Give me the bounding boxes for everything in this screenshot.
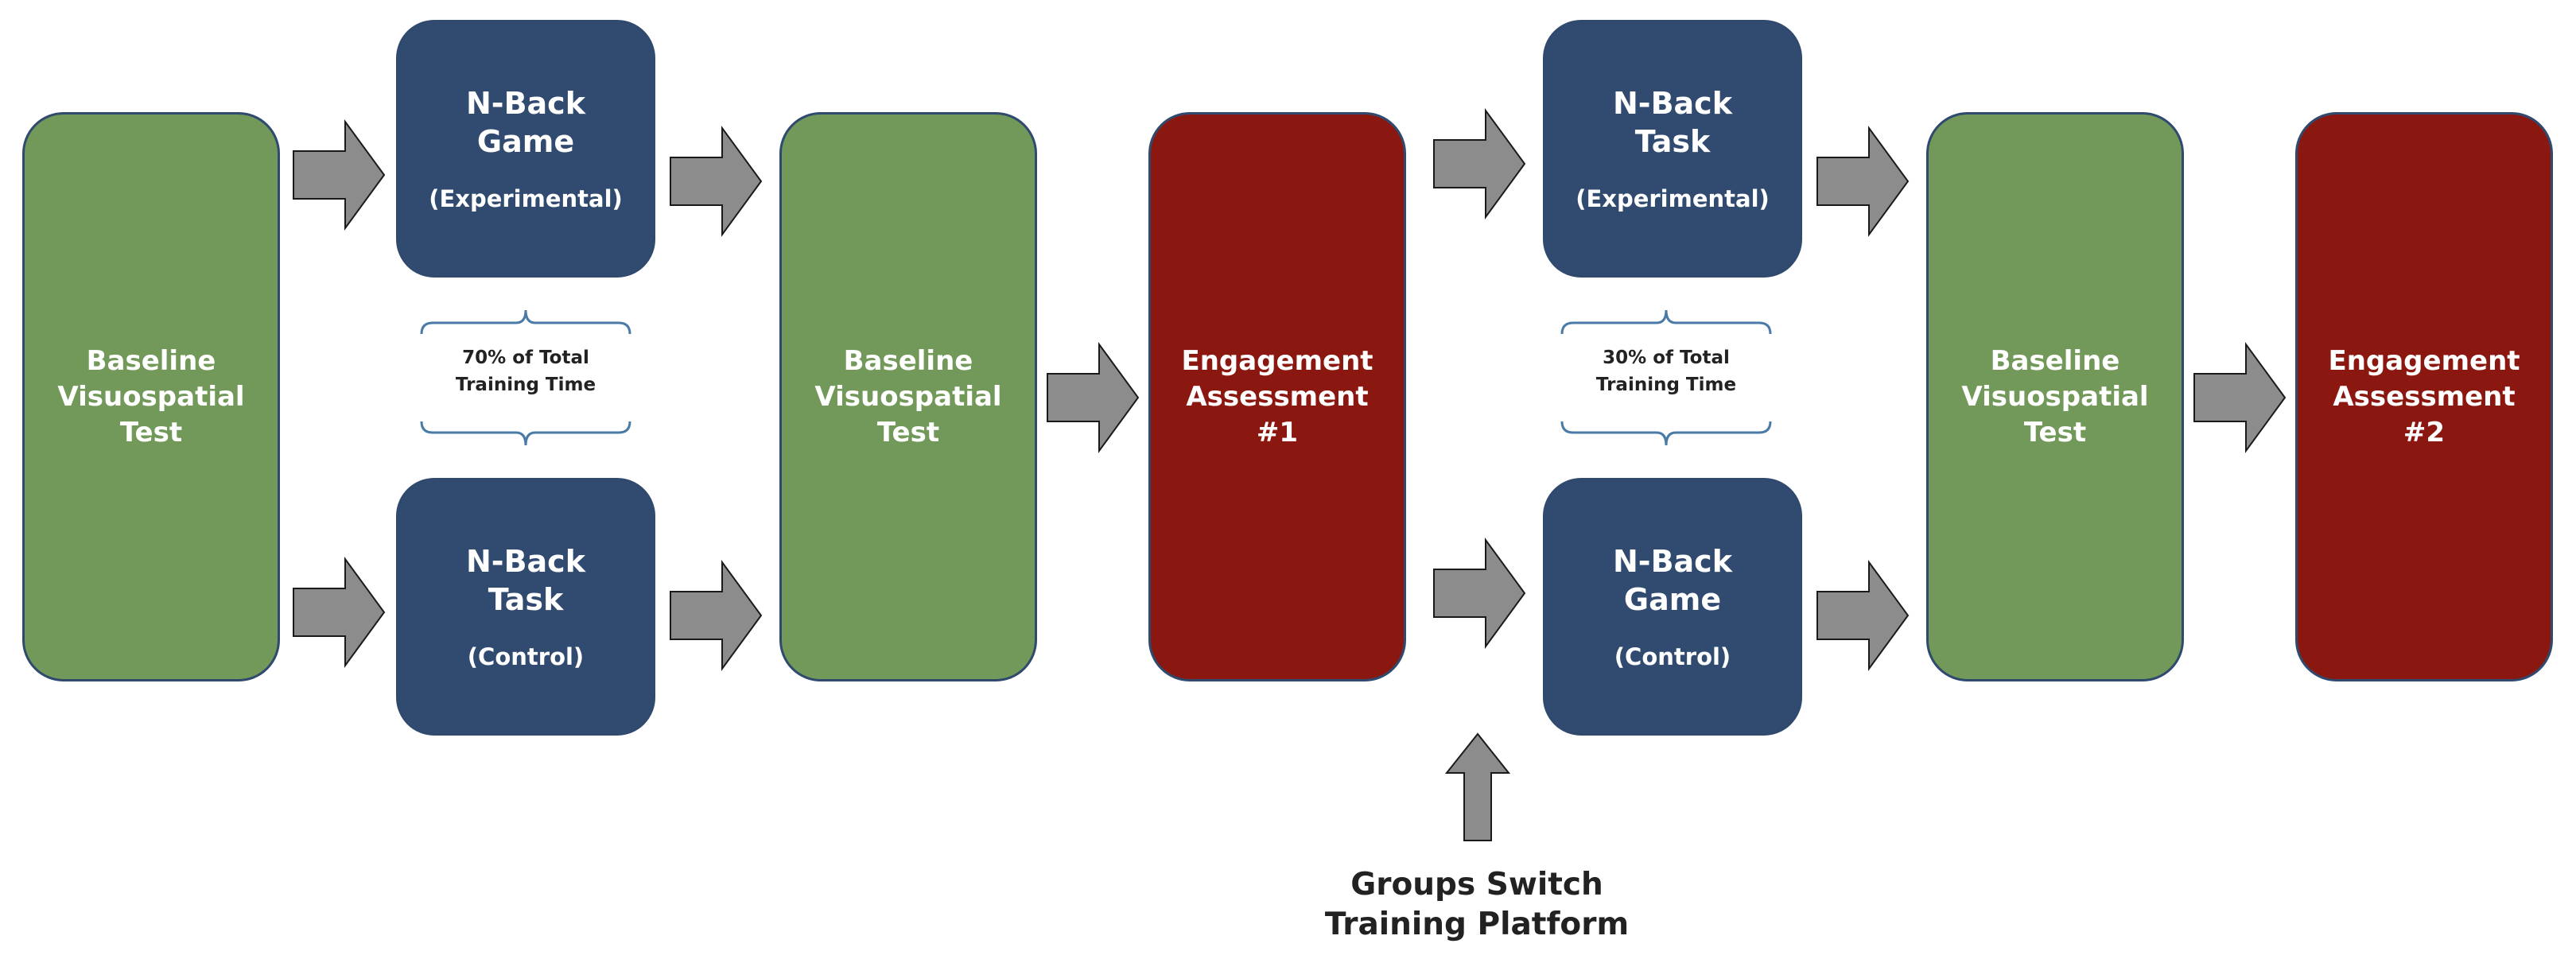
groups-switch-note: Groups Switch Training Platform [1278, 865, 1676, 945]
arrow-engagement1-to-phase2-top [1433, 107, 1526, 220]
phase1-control-title-2: Task [488, 582, 564, 617]
baseline-test-1-line-2: Visuospatial [57, 380, 245, 413]
phase1-experimental-title-2: Game [476, 124, 575, 159]
phase2-brace-line-2: Training Time [1595, 375, 1737, 395]
arrow-phase2-top-to-baseline3 [1816, 125, 1910, 238]
baseline-test-2: Baseline Visuospatial Test [779, 112, 1037, 681]
phase2-control-title-1: N-Back [1613, 544, 1732, 579]
baseline-test-3-line-2: Visuospatial [1961, 380, 2149, 413]
engagement-assessment-2-line-3: #2 [2403, 416, 2446, 448]
phase1-control-title-1: N-Back [466, 544, 585, 579]
phase1-top-brace [420, 309, 631, 335]
arrow-engagement1-to-phase2-bottom [1433, 537, 1526, 650]
engagement-assessment-1-line-3: #1 [1256, 416, 1299, 448]
phase1-experimental-group: (Experimental) [429, 185, 623, 212]
phase2-top-brace [1560, 309, 1772, 335]
phase2-control-title-2: Game [1623, 582, 1722, 617]
phase1-experimental-box: N-Back Game (Experimental) [396, 20, 655, 278]
phase2-experimental-title-1: N-Back [1613, 86, 1732, 121]
arrow-baseline3-to-engagement2 [2193, 341, 2287, 454]
arrow-phase1-top-to-baseline2 [670, 125, 763, 238]
baseline-test-1: Baseline Visuospatial Test [22, 112, 280, 681]
arrow-baseline1-to-phase1-top [293, 118, 386, 231]
baseline-test-1-line-1: Baseline [86, 344, 216, 377]
phase1-brace-label: 70% of Total Training Time [406, 344, 645, 398]
baseline-test-3-line-3: Test [2023, 416, 2087, 448]
baseline-test-2-line-3: Test [876, 416, 940, 448]
baseline-test-3-line-1: Baseline [1990, 344, 2120, 377]
engagement-assessment-2-line-1: Engagement [2328, 344, 2520, 377]
phase2-bottom-brace [1560, 421, 1772, 446]
engagement-assessment-2-line-2: Assessment [2333, 380, 2516, 413]
arrow-baseline2-to-engagement1 [1047, 341, 1140, 454]
phase2-brace-label: 30% of Total Training Time [1547, 344, 1785, 398]
phase1-experimental-title-1: N-Back [466, 86, 585, 121]
phase1-control-group: (Control) [467, 643, 585, 670]
arrow-phase2-bottom-to-baseline3 [1816, 559, 1910, 672]
phase1-bottom-brace [420, 421, 631, 446]
arrow-phase1-bottom-to-baseline2 [670, 559, 763, 672]
phase2-control-box: N-Back Game (Control) [1543, 478, 1802, 736]
baseline-test-3: Baseline Visuospatial Test [1926, 112, 2184, 681]
phase1-control-box: N-Back Task (Control) [396, 478, 655, 736]
engagement-assessment-2: Engagement Assessment #2 [2295, 112, 2553, 681]
groups-switch-line-1: Groups Switch [1350, 867, 1603, 903]
arrow-groups-switch-up [1444, 732, 1511, 841]
phase2-experimental-title-2: Task [1634, 124, 1711, 159]
baseline-test-1-line-3: Test [119, 416, 183, 448]
engagement-assessment-1-line-2: Assessment [1186, 380, 1369, 413]
engagement-assessment-1: Engagement Assessment #1 [1148, 112, 1406, 681]
phase1-brace-line-2: Training Time [455, 375, 596, 395]
baseline-test-2-line-1: Baseline [843, 344, 973, 377]
phase2-experimental-group: (Experimental) [1576, 185, 1770, 212]
engagement-assessment-1-line-1: Engagement [1181, 344, 1373, 377]
phase1-brace-line-1: 70% of Total [462, 347, 589, 368]
groups-switch-line-2: Training Platform [1324, 907, 1630, 942]
arrow-baseline1-to-phase1-bottom [293, 556, 386, 669]
baseline-test-2-line-2: Visuospatial [814, 380, 1002, 413]
phase2-experimental-box: N-Back Task (Experimental) [1543, 20, 1802, 278]
phase2-control-group: (Control) [1614, 643, 1731, 670]
phase2-brace-line-1: 30% of Total [1603, 347, 1730, 368]
